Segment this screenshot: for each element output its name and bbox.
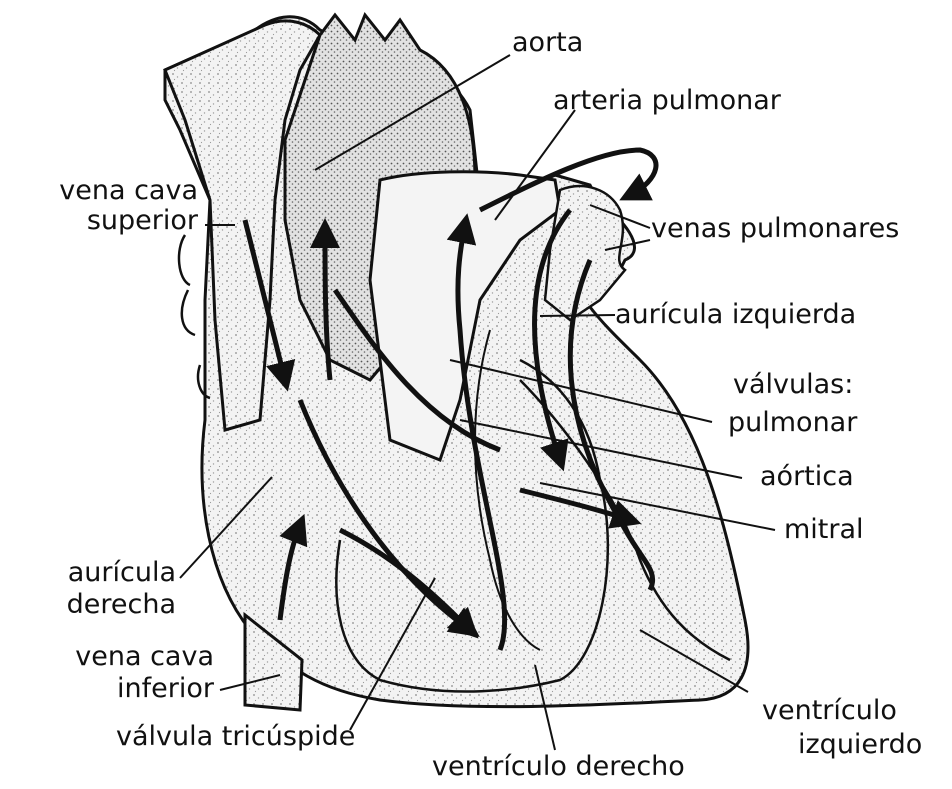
label-valvula-aortica: aórtica [760, 462, 854, 492]
label-ventriculo-derecho: ventrículo derecho [432, 752, 685, 782]
label-aorta: aorta [512, 28, 583, 58]
label-valvula-mitral: mitral [784, 515, 864, 545]
label-vena-cava-inferior-line2: inferior [8, 674, 214, 704]
label-vena-cava-inferior-line1: vena cava [8, 642, 214, 672]
label-vena-cava-superior-line2: superior [8, 206, 198, 236]
left-atrium-shape [545, 186, 625, 320]
label-auricula-izquierda: aurícula izquierda [615, 300, 856, 330]
label-venas-pulmonares: venas pulmonares [651, 214, 899, 244]
label-ventriculo-izquierdo-line1: ventrículo [762, 696, 897, 726]
label-arteria-pulmonar: arteria pulmonar [553, 86, 781, 116]
label-vena-cava-superior-line1: vena cava [8, 176, 198, 206]
label-valvula-tricuspide: válvula tricúspide [116, 722, 355, 752]
label-auricula-derecha-line1: aurícula [8, 558, 176, 588]
label-auricula-derecha-line2: derecha [8, 590, 176, 620]
label-valvula-pulmonar: pulmonar [728, 408, 857, 438]
label-valvulas: válvulas: [733, 370, 853, 400]
label-ventriculo-izquierdo-line2: izquierdo [798, 730, 922, 760]
